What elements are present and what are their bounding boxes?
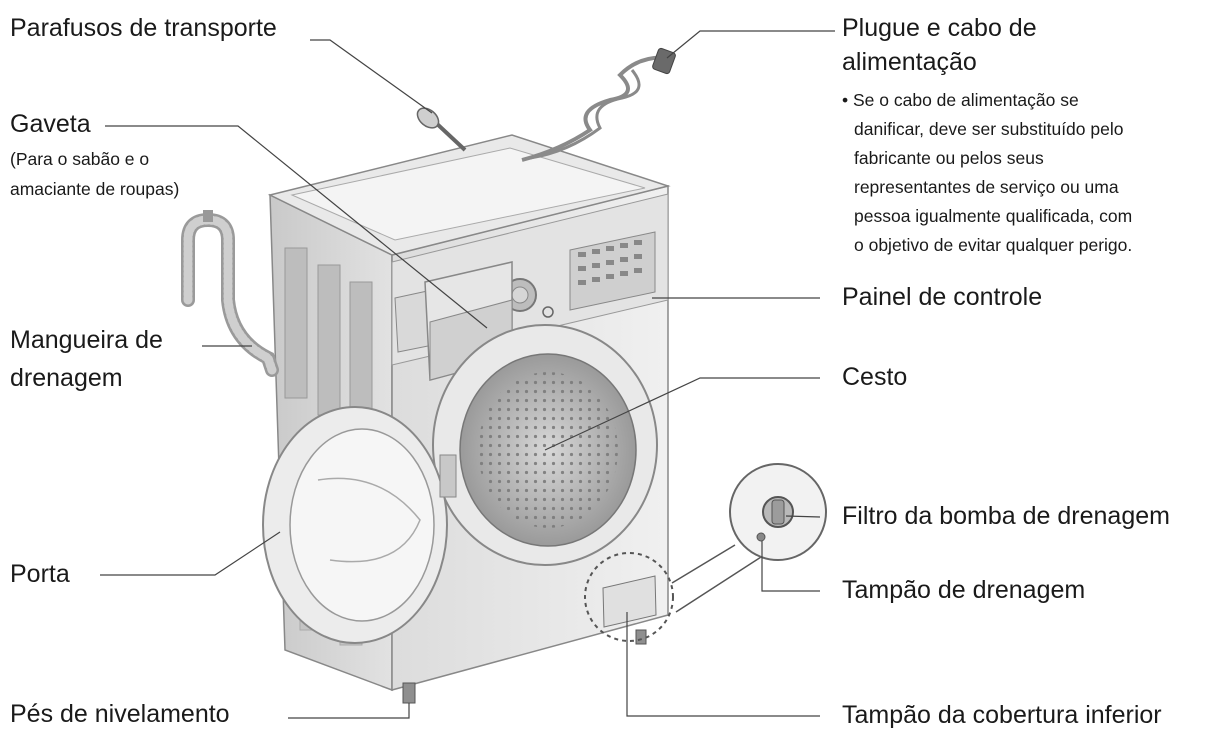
label-leveling-feet: Pés de nivelamento [10,700,230,728]
label-control-panel: Painel de controle [842,283,1043,311]
drain-hose-graphic [181,210,279,377]
label-drawer-note-1: (Para o sabão e o [10,149,150,169]
label-plug-cable-line-2: alimentação [842,48,977,76]
leader-pump-filter [785,515,821,518]
leader-drum [544,377,820,451]
leader-leveling-feet [288,703,410,719]
label-lower-cover-cap: Tampão da cobertura inferior [842,701,1162,729]
leader-lines [100,30,835,719]
plug-note-line: • Se o cabo de alimentação se [842,90,1079,110]
leader-lower-cover [626,612,820,717]
label-drain-hose-line-2: drenagem [10,364,123,392]
plug-note-line: fabricante ou pelos seus [854,148,1044,168]
label-door: Porta [10,560,70,588]
leader-plug-cable [666,30,835,59]
pump-filter-inset [671,463,827,613]
leader-drawer [105,125,488,329]
label-drain-hose-line-1: Mangueira de [10,326,163,354]
label-drain-plug: Tampão de drenagem [842,576,1086,604]
plug-note-line: representantes de serviço ou uma [854,177,1119,197]
label-drawer-note-2: amaciante de roupas) [10,179,180,199]
label-pump-filter: Filtro da bomba de drenagem [842,502,1170,530]
plug-note-line: o objetivo de evitar qualquer perigo. [854,235,1133,255]
label-transport-bolts: Parafusos de transporte [10,14,277,42]
label-drum: Cesto [842,363,908,391]
leader-drain-plug [761,541,820,592]
leader-door [100,531,281,576]
plug-note-line: danificar, deve ser substituído pelo [854,119,1124,139]
power-cord-graphic [521,47,676,162]
drum-graphic [432,324,658,566]
leader-transport-bolts [310,39,433,114]
label-drawer: Gaveta [10,110,91,138]
transport-bolt-graphic [416,107,467,152]
plug-note-line: pessoa igualmente qualificada, com [854,206,1133,226]
lower-cover-graphic [584,552,674,642]
door-graphic [262,406,457,644]
label-plug-cable-line-1: Plugue e cabo de [842,14,1037,42]
